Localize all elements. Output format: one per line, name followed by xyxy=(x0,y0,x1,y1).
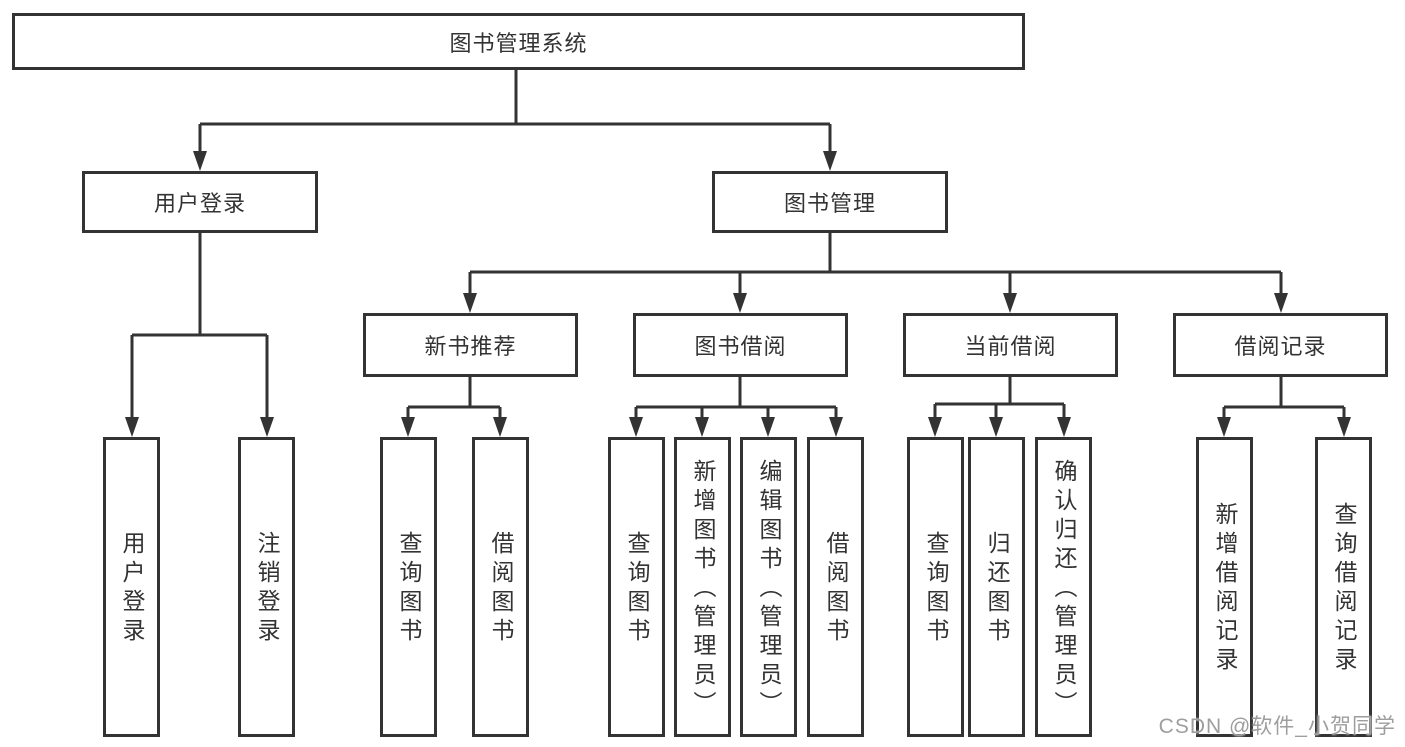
csdn-watermark: CSDN @软件_小贺同学 xyxy=(1158,715,1396,738)
branch-borrow-records xyxy=(1217,377,1351,437)
leaf-confirm-return-admin: 确认归还（管理员） xyxy=(1035,437,1092,737)
leaf-edit-book-admin: 编辑图书（管理员） xyxy=(740,437,797,737)
node-root: 图书管理系统 xyxy=(12,13,1025,70)
leaf-query-books-recommend: 查询图书 xyxy=(380,437,437,737)
node-book-borrow: 图书借阅 xyxy=(633,313,848,377)
node-book-management: 图书管理 xyxy=(712,171,948,233)
branch-book-borrow xyxy=(629,377,843,437)
branch-book-mgmt xyxy=(463,233,1288,313)
node-new-book-recommend: 新书推荐 xyxy=(363,313,578,377)
node-current-borrow: 当前借阅 xyxy=(903,313,1118,377)
leaf-query-books-current: 查询图书 xyxy=(907,437,964,737)
leaf-add-borrow-record: 新增借阅记录 xyxy=(1196,437,1253,737)
leaf-query-books-borrow: 查询图书 xyxy=(608,437,665,737)
node-borrow-records: 借阅记录 xyxy=(1173,313,1388,377)
branch-current-borrow xyxy=(928,377,1071,437)
leaf-add-book-admin: 新增图书（管理员） xyxy=(674,437,731,737)
leaf-logout: 注销登录 xyxy=(238,437,295,737)
node-user-login: 用户登录 xyxy=(82,171,318,233)
leaf-query-borrow-record: 查询借阅记录 xyxy=(1315,437,1372,737)
branch-root xyxy=(193,70,837,171)
branch-new-book xyxy=(401,377,507,437)
leaf-return-books: 归还图书 xyxy=(968,437,1025,737)
branch-user-login xyxy=(125,233,274,437)
leaf-borrow-books-recommend: 借阅图书 xyxy=(472,437,529,737)
leaf-user-login: 用户登录 xyxy=(103,437,160,737)
leaf-borrow-books: 借阅图书 xyxy=(807,437,864,737)
